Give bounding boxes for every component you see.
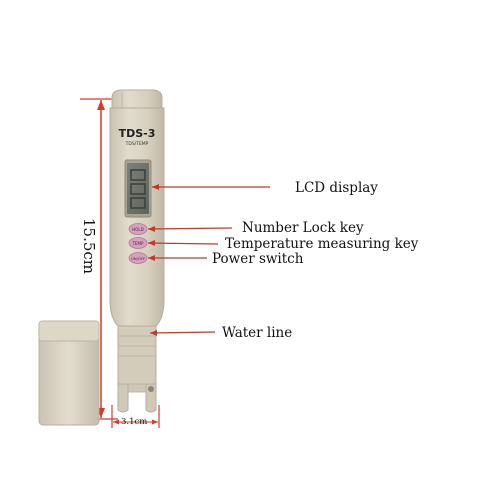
temp-button-label: TEMP [132, 241, 144, 246]
hold-button[interactable]: HOLD [128, 223, 148, 235]
lcd-display [124, 159, 152, 218]
hold-callout: Number Lock key [242, 220, 364, 236]
lcd-digits [130, 169, 146, 209]
width-dimension: 3.1cm [111, 405, 160, 428]
model-label: TDS-3 [119, 127, 156, 140]
hold-button-label: HOLD [132, 227, 143, 232]
power-callout: Power switch [212, 251, 304, 267]
mode-label: TDS/TEMP [125, 141, 149, 147]
power-button[interactable]: ON/OFF [128, 252, 148, 264]
lcd-callout: LCD display [295, 180, 378, 196]
hold-arrow [147, 227, 233, 230]
width-label: 3.1cm [121, 417, 147, 427]
callout-arrows [147, 184, 270, 336]
power-button-label: ON/OFF [131, 256, 145, 261]
temp-arrow [147, 242, 219, 245]
temp-callout: Temperature measuring key [225, 236, 419, 252]
water-line-arrow [149, 331, 216, 334]
height-label: 15.5cm [80, 218, 98, 274]
meter-cap [38, 320, 100, 426]
water-line-callout: Water line [222, 325, 292, 341]
temp-button[interactable]: TEMP [128, 237, 148, 249]
meter-body: TDS-3 TDS/TEMP HOLD TEMP ON/OFF [109, 89, 165, 413]
